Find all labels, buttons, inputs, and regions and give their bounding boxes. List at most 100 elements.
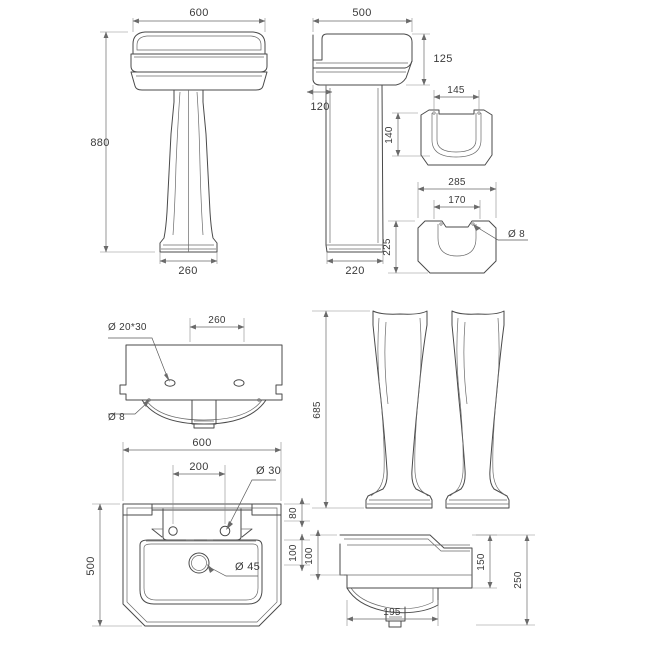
dim-100-plan: 100 [284, 533, 310, 572]
dim-label-d8-rear: Ø 8 [108, 412, 125, 423]
rear-fixing-point-left [147, 398, 151, 402]
dim-195: 195 [346, 600, 439, 626]
callout-d8-rear: Ø 8 [108, 399, 150, 423]
basin-plan-outer [122, 503, 282, 627]
dim-label-120: 120 [310, 101, 329, 113]
pedestal-top-section-inner-b [436, 113, 477, 153]
dim-label-260-rear: 260 [208, 315, 226, 326]
dim-145: 145 [433, 85, 480, 110]
pedestal-base-section-outline [417, 220, 497, 274]
dim-label-250: 250 [513, 571, 524, 589]
dim-label-600-top: 600 [189, 7, 208, 19]
dim-260-foot: 260 [159, 252, 218, 277]
basin-plan-bowl-inner [143, 543, 259, 601]
view-pedestal-base-section: 285 170 225 Ø 8 [382, 177, 528, 274]
tap-hole-left [168, 526, 178, 536]
rear-fixing-point-right [257, 398, 261, 402]
basin-plan-bowl-outer [139, 539, 263, 605]
dim-label-d30: Ø 30 [256, 465, 281, 477]
basin-plan-deck-blend-right [241, 528, 253, 538]
dim-label-195: 195 [383, 607, 401, 618]
base-hole-mark-right [471, 222, 475, 226]
dim-label-685: 685 [312, 401, 323, 419]
dim-label-100-plan: 100 [288, 544, 299, 562]
dim-600-top: 600 [132, 7, 266, 32]
dim-120: 120 [306, 85, 333, 113]
view-basin-section: 100 150 250 195 [304, 529, 535, 628]
view-basin-front-elevation: 600 880 260 [90, 7, 268, 277]
base-hole-mark-left [439, 222, 443, 226]
dim-label-500: 500 [352, 7, 371, 19]
waste-hole-outer [188, 552, 210, 574]
dim-label-225: 225 [382, 238, 393, 256]
dim-685: 685 [312, 310, 370, 509]
callout-d30: Ø 30 [226, 465, 281, 530]
pedestal-side-outline [325, 84, 384, 253]
basin-rear-outline [119, 344, 283, 401]
dim-label-100-section: 100 [304, 547, 315, 565]
dim-label-285: 285 [448, 177, 466, 188]
hole-mark-right [477, 111, 481, 115]
dim-label-d20x30: Ø 20*30 [108, 322, 147, 333]
dim-260-rear: 260 [189, 315, 245, 342]
basin-side-outline [312, 33, 413, 86]
dim-label-80: 80 [288, 507, 299, 519]
rear-slot-hole-left [164, 379, 176, 387]
dim-label-d8-base: Ø 8 [508, 229, 525, 240]
dim-100-section: 100 [304, 529, 344, 581]
basin-plan-ledge-right [251, 503, 282, 516]
pedestal-top-section-inner-a [431, 113, 482, 158]
basin-front-outline [130, 31, 268, 91]
view-pedestal-top-section: 145 140 [384, 85, 493, 166]
dim-285: 285 [417, 177, 497, 218]
basin-rear-bowl-curve-inner [145, 399, 263, 421]
view-pedestal-elevations: 685 [312, 310, 510, 509]
basin-section-waste-stub [388, 620, 402, 628]
dim-label-125: 125 [433, 53, 452, 65]
dim-label-170: 170 [448, 195, 466, 206]
callout-d45: Ø 45 [207, 561, 260, 577]
dim-label-880: 880 [90, 137, 109, 149]
tap-hole-right [219, 525, 231, 537]
basin-plan-deck-blend-left [151, 528, 163, 538]
dim-label-500-plan: 500 [85, 556, 97, 575]
pedestal-top-section-outline [420, 109, 493, 166]
basin-section-body [339, 534, 473, 589]
dim-label-145: 145 [447, 85, 465, 96]
pedestal-elevation-front [365, 310, 433, 509]
callout-d20x30: Ø 20*30 [108, 322, 170, 382]
hole-mark-left [432, 111, 436, 115]
dim-500: 500 [312, 7, 413, 32]
dim-label-150: 150 [476, 553, 487, 571]
view-basin-rear-elevation: 260 Ø 20*30 Ø 8 [108, 315, 283, 429]
dim-label-220: 220 [345, 265, 364, 277]
dim-125: 125 [406, 33, 452, 86]
view-basin-plan: 600 200 Ø 30 Ø 45 500 [85, 437, 310, 627]
callout-d8-base: Ø 8 [473, 224, 528, 241]
dim-label-d45: Ø 45 [235, 561, 260, 573]
dim-80: 80 [284, 497, 310, 528]
rear-slot-hole-right [233, 379, 245, 387]
dim-label-140: 140 [384, 126, 395, 144]
waste-hole-inner [191, 555, 207, 571]
dim-250: 250 [476, 534, 535, 626]
basin-section-bowl [346, 587, 439, 614]
dim-label-200: 200 [189, 461, 208, 473]
pedestal-base-section-inner [437, 224, 477, 257]
dim-label-260-foot: 260 [178, 265, 197, 277]
view-basin-side-elevation: 500 125 120 220 [306, 7, 452, 277]
dim-225: 225 [382, 220, 428, 274]
dim-500-plan: 500 [85, 503, 142, 627]
basin-plan-ledge-left [122, 503, 153, 516]
dim-880: 880 [90, 31, 155, 253]
dim-170: 170 [433, 195, 481, 219]
pedestal-elevation-side [445, 310, 510, 509]
basin-plan-inner-offset [126, 507, 278, 623]
dim-140: 140 [384, 112, 430, 157]
dim-220: 220 [326, 252, 384, 277]
dim-200: 200 [172, 461, 226, 524]
dim-150: 150 [472, 534, 497, 589]
basin-rear-waste-stub [193, 423, 215, 429]
